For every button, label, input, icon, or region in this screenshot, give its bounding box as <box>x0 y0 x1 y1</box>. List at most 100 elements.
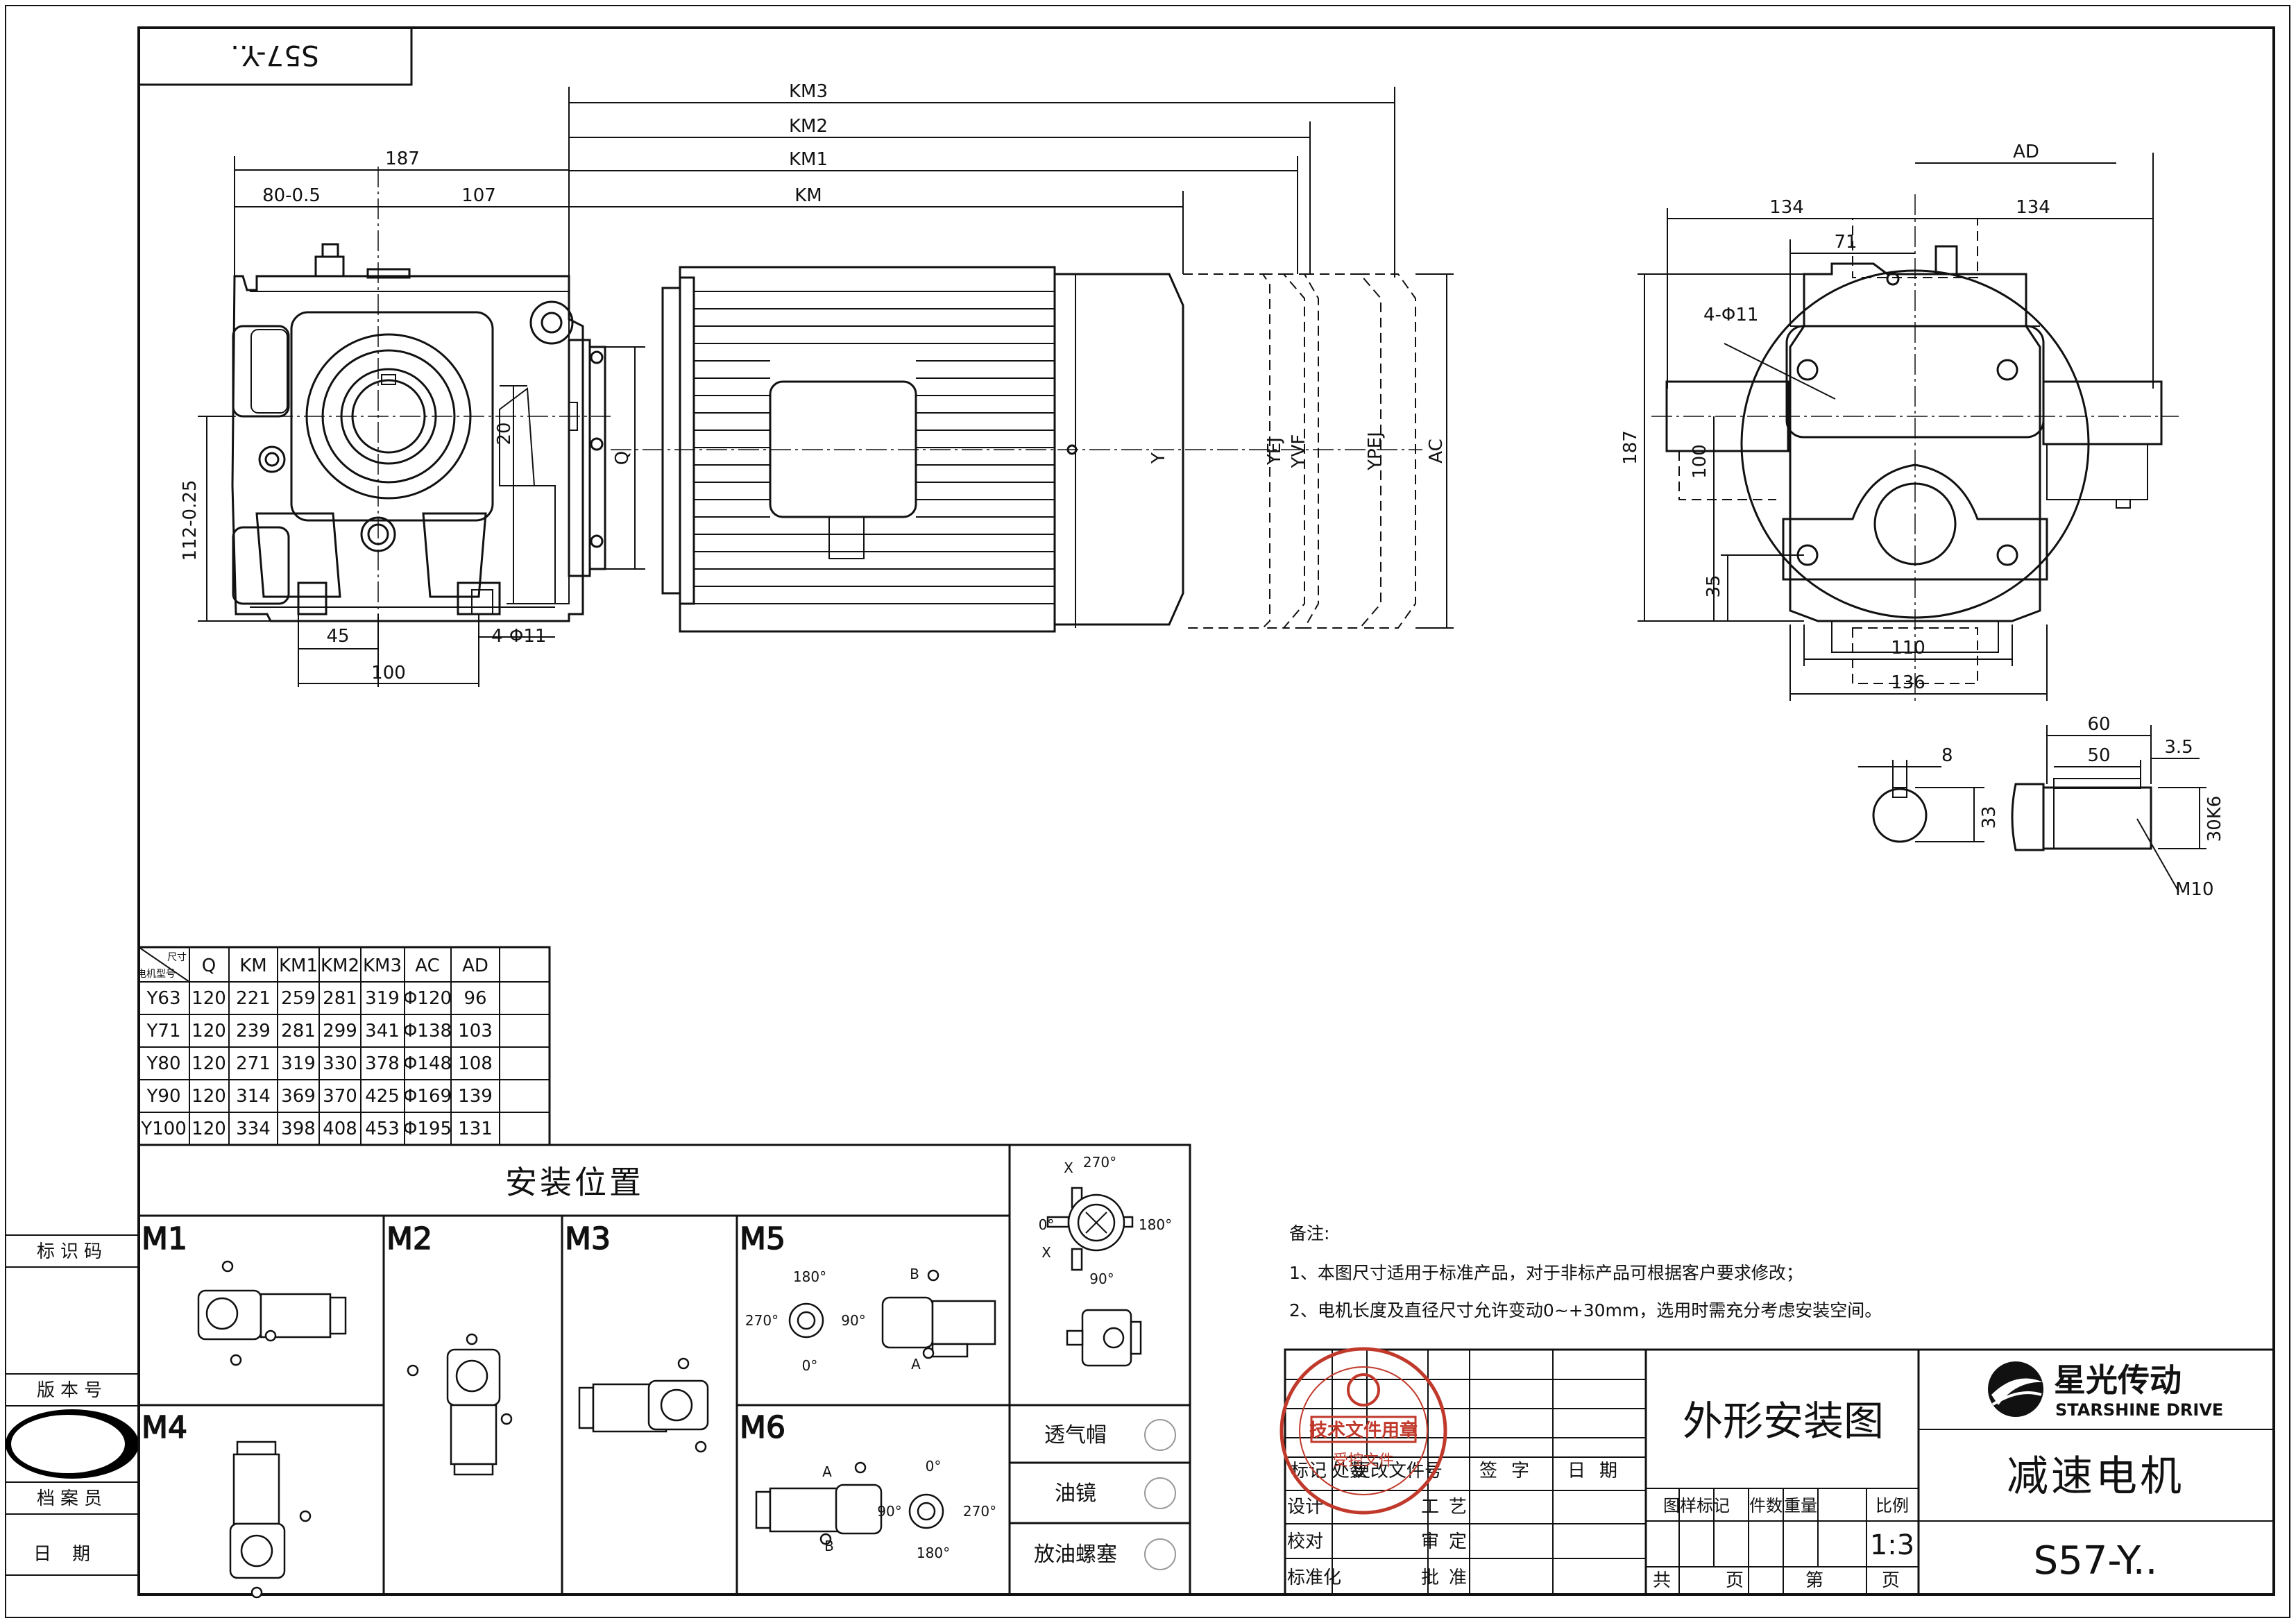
legend-oil-sight: 油镜 <box>1055 1481 1096 1506</box>
role-check: 校对 <box>1287 1531 1323 1552</box>
m4-sketch <box>229 1441 312 1599</box>
table-header-km: KM <box>239 955 266 976</box>
dim-km: KM <box>794 185 822 206</box>
dim-front-35: 35 <box>1703 575 1724 597</box>
table-cell: 120 <box>192 1021 226 1042</box>
drawing-frame <box>5 5 2290 1618</box>
table-cell: 131 <box>458 1119 493 1139</box>
dim-20: 20 <box>494 422 515 445</box>
scale-value: 1:3 <box>1870 1529 1914 1561</box>
dim-30k6: 30K6 <box>2204 796 2225 842</box>
rotation-0: 0° <box>1039 1216 1055 1233</box>
position-m2: M2 <box>386 1221 432 1257</box>
table-cell: 271 <box>236 1053 271 1074</box>
side-view <box>231 243 1184 633</box>
motor-variants-dashed <box>1183 273 1416 629</box>
table-cell: 120 <box>192 1119 226 1139</box>
table-cell: 334 <box>236 1119 271 1139</box>
table-cell: 330 <box>323 1053 357 1074</box>
dim-134-left: 134 <box>1769 197 1804 218</box>
dim-ad: AD <box>2013 142 2039 162</box>
dimension-table <box>137 946 551 1146</box>
table-cell: 398 <box>281 1119 316 1139</box>
drawing-name: 外形安装图 <box>1683 1397 1884 1445</box>
table-cell: 425 <box>365 1086 400 1107</box>
m6-angle-top: 0° <box>926 1458 942 1475</box>
table-cell: 453 <box>365 1119 400 1139</box>
table-cell: Φ169 <box>403 1086 452 1107</box>
shaft-section <box>1858 760 1984 843</box>
product-name: 减速电机 <box>2007 1452 2184 1501</box>
oil-sight-icon <box>1144 1477 1176 1509</box>
table-cell: 281 <box>323 988 357 1009</box>
breather-icon <box>1144 1419 1176 1451</box>
dim-110: 110 <box>1891 638 1925 658</box>
table-cell: Φ148 <box>403 1053 452 1074</box>
mounting-title: 安装位置 <box>505 1164 644 1201</box>
stamp-title: 技术文件用章 <box>1309 1420 1418 1441</box>
table-cell: Φ195 <box>403 1119 452 1139</box>
label-version: 版本号 <box>37 1380 108 1401</box>
table-header-q: Q <box>202 955 216 976</box>
table-cell: 408 <box>323 1119 357 1139</box>
table-cell: 103 <box>458 1021 493 1042</box>
legend-icons <box>1144 1419 1176 1570</box>
table-cell: Φ138 <box>403 1021 452 1042</box>
dimension-table-text: 尺寸 电机型号 Q KM KM1 KM2 KM3 AC AD Y63 120 2… <box>137 952 493 1139</box>
dim-front-100: 100 <box>1690 444 1710 479</box>
m6-angle-bottom: 180° <box>917 1545 950 1561</box>
rotation-90: 90° <box>1089 1271 1114 1287</box>
table-cell: Y63 <box>146 988 181 1009</box>
role-ratify: 批准 <box>1421 1567 1477 1588</box>
left-panel-labels: 标识码 版本号 档案员 日期 <box>33 1241 108 1565</box>
m5-sketch <box>788 1269 996 1359</box>
title-block <box>1284 1348 2275 1596</box>
m6-angles: 0° 90° 270° 180° A B <box>822 1458 996 1561</box>
side-dimension-lines <box>198 87 1454 687</box>
m6-angle-left: 90° <box>877 1503 901 1520</box>
table-cell: 96 <box>464 988 486 1009</box>
sheet-page-label-1: 页 <box>1726 1570 1744 1591</box>
table-cell: 319 <box>365 988 400 1009</box>
dim-ypej: YPEJ <box>1365 432 1386 471</box>
dim-km3: KM3 <box>789 81 828 102</box>
table-cell: 299 <box>323 1021 357 1042</box>
dim-front-holes: 4-Φ11 <box>1703 305 1758 325</box>
table-header-ac: AC <box>415 955 439 976</box>
dim-yvf: YVF <box>1289 434 1309 469</box>
m1-sketch <box>197 1260 347 1366</box>
rev-header-date: 日期 <box>1567 1461 1631 1481</box>
attr-header-scale: 比例 <box>1876 1496 1909 1515</box>
table-cell: Y71 <box>146 1021 181 1042</box>
dim-3-5: 3.5 <box>2164 737 2193 758</box>
table-cell: 314 <box>236 1086 271 1107</box>
m6-label-b: B <box>824 1538 834 1554</box>
position-m6: M6 <box>740 1410 785 1445</box>
table-cell: 108 <box>458 1053 493 1074</box>
m5-angle-top: 180° <box>793 1268 826 1285</box>
table-cell: 319 <box>281 1053 316 1074</box>
dim-y: Y <box>1148 452 1169 464</box>
dim-33: 33 <box>1979 806 2000 829</box>
table-cell: Y100 <box>140 1119 187 1139</box>
legend-breather: 透气帽 <box>1044 1423 1107 1447</box>
rotation-x-top: X <box>1064 1159 1073 1176</box>
title-block-text: 标记 处数 更改文件号 签字 日期 设计 校对 标准化 工艺 审定 批准 外形安… <box>1287 1397 2184 1591</box>
starshine-logo-icon <box>1988 1361 2043 1417</box>
position-m1: M1 <box>142 1221 187 1257</box>
notes-heading: 备注: <box>1289 1223 1329 1243</box>
rotation-key-text: 270° 0° 180° 90° X X <box>1039 1154 1172 1287</box>
table-cell: 370 <box>323 1086 357 1107</box>
table-cell: 369 <box>281 1086 316 1107</box>
label-archivist: 档案员 <box>37 1488 108 1509</box>
dim-yej: YEJ <box>1264 437 1285 466</box>
dim-q: Q <box>612 451 633 465</box>
drain-plug-icon <box>1144 1538 1176 1570</box>
attr-header-weight: 重量 <box>1784 1496 1817 1515</box>
mounting-grid <box>137 1144 1191 1596</box>
dim-front-187: 187 <box>1620 430 1641 465</box>
sheet-no-label: 第 <box>1805 1570 1823 1591</box>
rev-header-sign: 签字 <box>1479 1461 1543 1481</box>
dim-key-8: 8 <box>1941 745 1953 766</box>
